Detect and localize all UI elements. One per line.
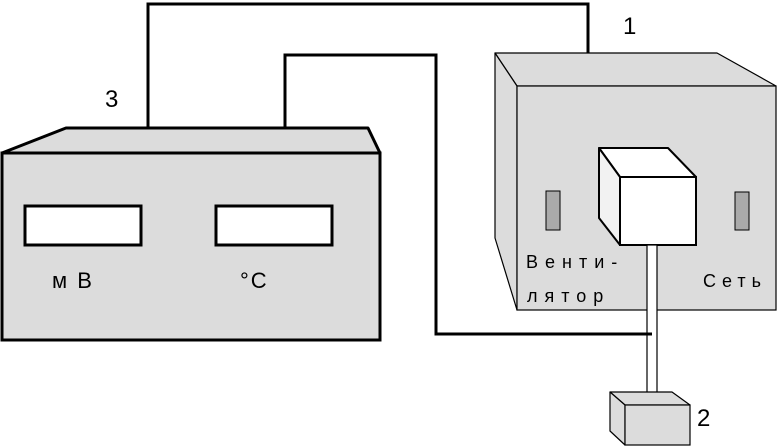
fan-label-line2: лятор [527, 286, 610, 306]
heater-cube-front [619, 176, 697, 246]
device-number-3: 3 [105, 86, 118, 113]
device-number-2: 2 [697, 405, 710, 432]
mains-switch-indicator [734, 191, 750, 231]
meter-unit: м В °С [0, 126, 382, 342]
thermocouple-probe [609, 244, 691, 446]
vessel-front [624, 404, 691, 446]
meter-top-face [0, 126, 382, 155]
celsius-label: °С [240, 268, 269, 293]
fan-label-line1: Венти- [526, 252, 624, 272]
celsius-display [214, 204, 334, 247]
fan-switch-indicator [545, 190, 561, 231]
probe-rod [646, 244, 658, 406]
thermostat-unit: Венти- лятор Сеть [494, 52, 777, 311]
thermostat-side-face [494, 52, 518, 311]
device-number-1: 1 [623, 13, 636, 40]
thermostat-top-face [494, 52, 777, 87]
millivolt-label: м В [52, 268, 94, 293]
millivolt-display [23, 204, 143, 247]
wire-meter-to-thermocouple [283, 53, 652, 336]
mains-label: Сеть [703, 271, 767, 291]
connecting-wires [146, 2, 652, 336]
wire-meter-to-thermostat [146, 2, 590, 128]
